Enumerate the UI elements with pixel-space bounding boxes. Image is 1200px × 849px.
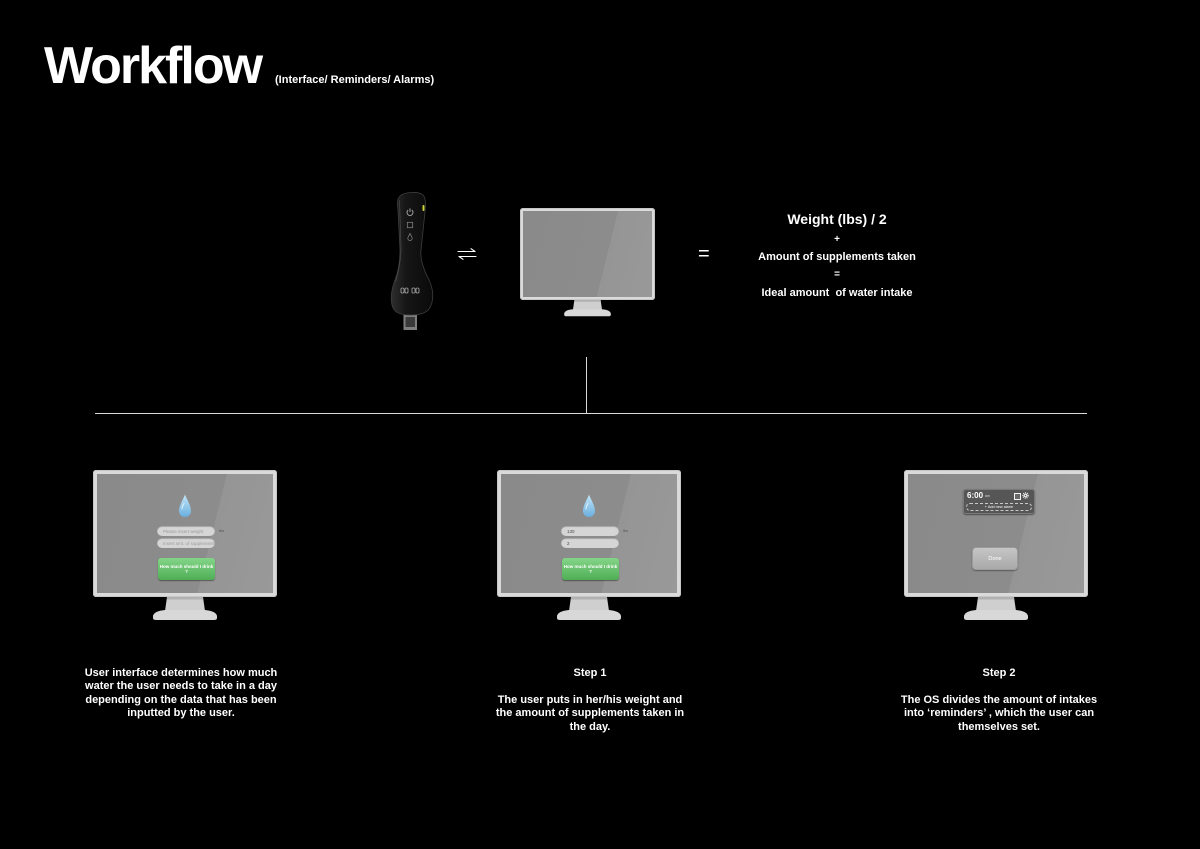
caption-line: the day.: [569, 720, 611, 733]
weight-input[interactable]: [157, 526, 215, 536]
hydration-device: [390, 192, 434, 330]
caption-step-1: Step 1 The user puts in her/his weight a…: [480, 667, 700, 734]
toggle-icon[interactable]: [1014, 492, 1021, 500]
caption-interface: User interface determines how much water…: [71, 667, 291, 721]
gear-icon[interactable]: [1021, 491, 1029, 499]
monitor-step-1: lbs How much should I drink ?: [497, 470, 681, 621]
add-alarm-button[interactable]: + Add new alarm: [966, 503, 1032, 511]
monitor-computer: [520, 208, 655, 317]
connector-vertical-line: [586, 357, 587, 413]
caption-line: the amount of supplements taken in: [495, 707, 685, 720]
caption-line: The OS divides the amount of intakes: [900, 693, 1098, 706]
device-display: [400, 287, 420, 294]
square-icon: [406, 221, 414, 229]
exchange-arrows-icon: [457, 248, 477, 260]
monitor-interface: lbs How much should I drink ?: [93, 470, 277, 621]
weight-unit-label: lbs: [219, 528, 225, 533]
power-icon: [406, 208, 414, 216]
formula-result: Ideal amount of water intake: [761, 287, 913, 299]
supplements-input[interactable]: [561, 538, 619, 548]
weight-unit-label: lbs: [623, 528, 629, 533]
alarm-card: 6:00 am + Add new alarm: [963, 489, 1035, 514]
caption-line: inputted by the user.: [127, 707, 235, 720]
equals-sign: =: [698, 243, 710, 265]
water-drop-icon: [583, 494, 595, 517]
caption-line: depending on the data that has been: [85, 693, 277, 706]
done-button[interactable]: Done: [972, 547, 1018, 570]
page-title: Workflow: [44, 37, 263, 95]
weight-input[interactable]: [561, 526, 619, 536]
monitor-stand: [557, 597, 621, 620]
alarm-period: am: [985, 494, 990, 498]
monitor-stand: [153, 597, 217, 620]
formula-plus: +: [834, 234, 840, 245]
caption-step-2: Step 2 The OS divides the amount of inta…: [889, 667, 1109, 734]
monitor-stand: [964, 597, 1028, 620]
how-much-button[interactable]: How much should I drink ?: [158, 558, 215, 580]
caption-heading: Step 2: [982, 667, 1016, 679]
status-led: [422, 205, 425, 211]
supplements-input[interactable]: [157, 538, 215, 548]
caption-line: User interface determines how much: [84, 667, 278, 679]
monitor-bezel: [520, 208, 655, 300]
formula-supplements-term: Amount of supplements taken: [758, 251, 916, 263]
device-body: [390, 192, 434, 316]
monitor-stand: [564, 300, 611, 317]
caption-line: into ‘reminders’ , which the user can: [903, 707, 1095, 720]
caption-line: water the user needs to take in a day: [85, 680, 277, 693]
drop-icon: [407, 232, 413, 241]
caption-heading: Step 1: [573, 667, 607, 679]
how-much-button[interactable]: How much should I drink ?: [562, 558, 619, 580]
formula-weight-term: Weight (lbs) / 2: [787, 211, 887, 227]
caption-line: themselves set.: [958, 720, 1040, 733]
page-subtitle: (Interface/ Reminders/ Alarms): [275, 74, 435, 86]
monitor-step-2: 6:00 am + Add new alarm Done: [904, 470, 1088, 621]
water-drop-icon: [179, 494, 191, 517]
formula-equals: =: [834, 269, 840, 280]
alarm-time[interactable]: 6:00: [967, 491, 984, 500]
monitor-screen: [523, 211, 652, 297]
connector-horizontal-line: [95, 413, 1087, 414]
caption-line: The user puts in her/his weight and: [497, 693, 683, 706]
